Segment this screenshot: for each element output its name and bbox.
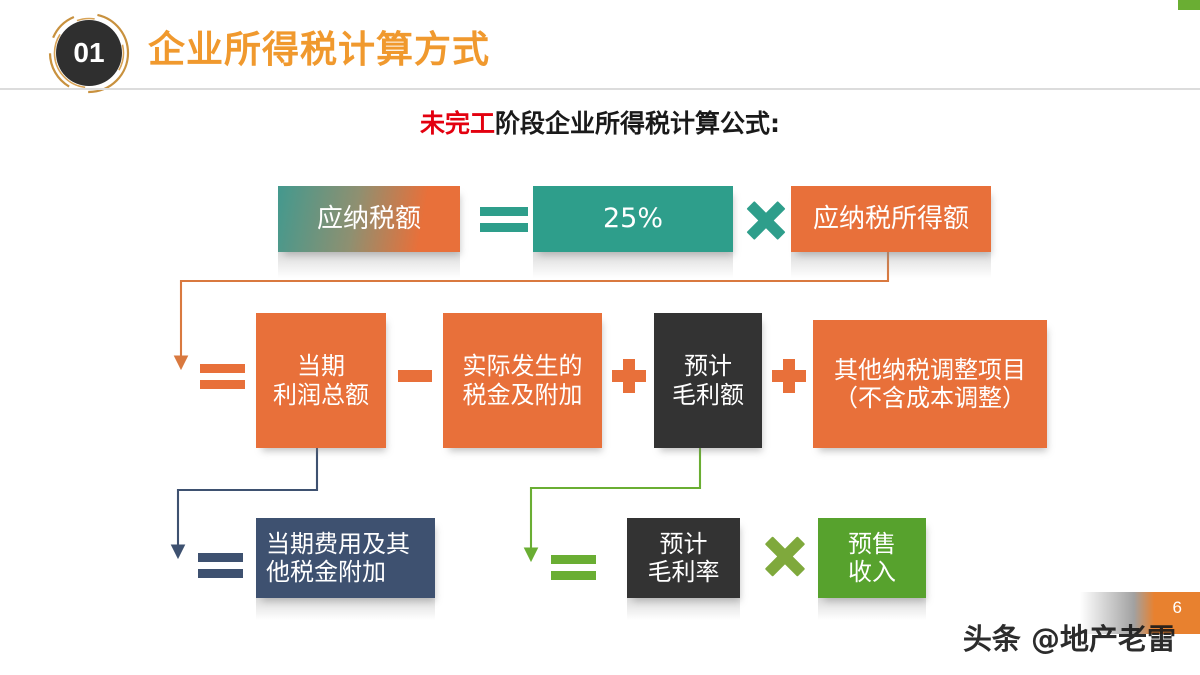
badge-circle: 01 [56, 20, 122, 86]
box-tax-rate: 25% [533, 186, 733, 252]
box-estimated-gross-margin-rate: 预计 毛利率 [627, 518, 740, 598]
subtitle-rest: 阶段企业所得税计算公式: [495, 109, 780, 138]
operator-plus-row2-b [772, 359, 806, 393]
operator-equals-row3-left [198, 551, 243, 580]
section-number-badge: 01 [47, 11, 131, 95]
box-estimated-gross-profit-label: 预计 毛利额 [672, 352, 744, 409]
box-other-tax-adjustments-label: 其他纳税调整项目 （不含成本调整） [834, 355, 1026, 412]
reflection-5 [627, 598, 740, 620]
badge-number-label: 01 [73, 37, 105, 68]
box-taxable-amount: 应纳税额 [278, 186, 460, 252]
operator-equals-row1 [480, 205, 528, 234]
operator-equals-row2 [200, 362, 245, 391]
subtitle-highlight: 未完工 [419, 109, 495, 138]
dashed-arc-ring-icon [48, 12, 130, 94]
box-current-profit-total: 当期 利润总额 [256, 313, 386, 448]
box-current-expenses-other-taxes: 当期费用及其 他税金附加 [256, 518, 435, 598]
box-taxable-income-label: 应纳税所得额 [812, 203, 969, 234]
header-divider [0, 88, 1200, 90]
box-presale-revenue: 预售 收入 [818, 518, 926, 598]
box-actual-taxes-surcharges-label: 实际发生的 税金及附加 [462, 352, 583, 409]
box-estimated-gross-profit: 预计 毛利额 [654, 313, 762, 448]
box-taxable-income: 应纳税所得额 [791, 186, 991, 252]
box-current-expenses-other-taxes-label: 当期费用及其 他税金附加 [266, 529, 410, 586]
operator-plus-row2-a [612, 359, 646, 393]
box-other-tax-adjustments: 其他纳税调整项目 （不含成本调整） [813, 320, 1047, 448]
box-estimated-gross-margin-rate-label: 预计 毛利率 [647, 529, 720, 586]
box-presale-revenue-label: 预售 收入 [848, 529, 896, 586]
operator-minus-row2 [398, 369, 432, 383]
page-number-label: 6 [1172, 598, 1182, 617]
formula-subtitle: 未完工阶段企业所得税计算公式: [0, 104, 1200, 140]
watermark-label: 头条 @地产老雷 [962, 622, 1176, 656]
operator-times-row3-right [762, 533, 808, 579]
reflection-4 [256, 598, 435, 620]
box-tax-rate-label: 25% [602, 203, 663, 235]
box-actual-taxes-surcharges: 实际发生的 税金及附加 [443, 313, 602, 448]
slide-header: 01 企业所得税计算方式 [0, 0, 1200, 95]
page-title: 企业所得税计算方式 [148, 28, 490, 71]
reflection-1 [278, 252, 460, 278]
reflection-2 [533, 252, 733, 278]
corner-accent-green [1178, 0, 1200, 10]
page-number-tab [1080, 592, 1200, 634]
operator-times-row1 [744, 198, 788, 242]
box-current-profit-total-label: 当期 利润总额 [273, 352, 369, 409]
reflection-3 [791, 252, 991, 278]
reflection-6 [818, 598, 926, 620]
box-taxable-amount-label: 应纳税额 [316, 203, 421, 234]
operator-equals-row3-right [551, 553, 596, 582]
